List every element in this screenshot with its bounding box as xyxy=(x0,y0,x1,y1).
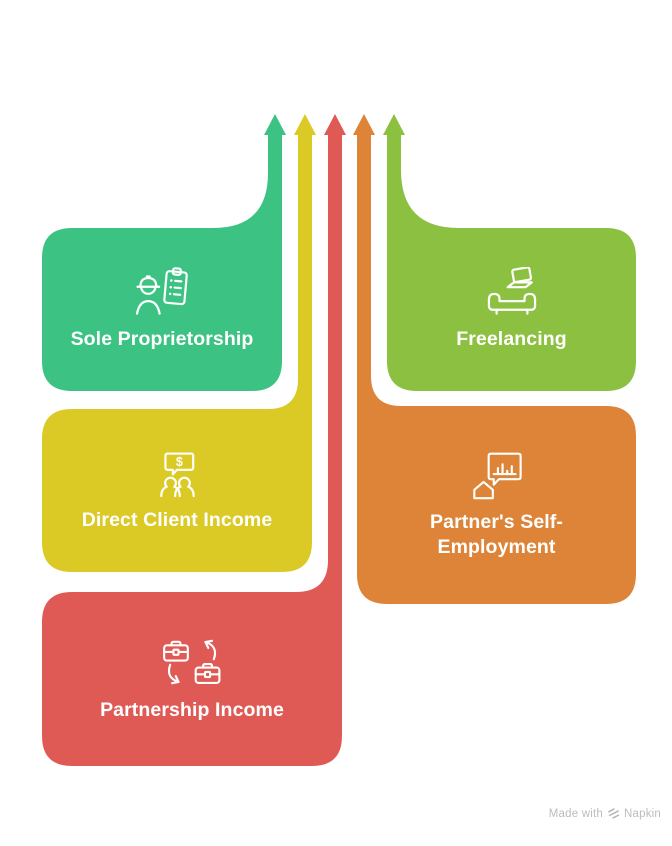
node-label-partners-self-employment: Partner's Self-Employment xyxy=(430,511,563,558)
napkin-logo-icon xyxy=(608,808,620,819)
watermark-brand-text: Napkin xyxy=(624,807,661,820)
funnel-freelancing xyxy=(383,114,636,391)
funnel-direct-client-income xyxy=(42,114,316,572)
briefcase-swap-icon xyxy=(159,636,225,688)
node-sole-proprietorship: Sole Proprietorship xyxy=(42,228,282,415)
clients-dollar-chat-icon: $ xyxy=(151,448,203,498)
node-label-direct-client-income: Direct Client Income xyxy=(81,509,273,531)
svg-text:$: $ xyxy=(176,455,183,469)
node-label-partnership-income: Partnership Income xyxy=(100,698,284,721)
home-chart-bubble-icon xyxy=(471,450,523,500)
made-with-napkin-watermark[interactable]: Made with Napkin xyxy=(549,807,661,820)
watermark-prefix-text: Made with xyxy=(548,807,603,820)
node-label-sole-proprietorship: Sole Proprietorship xyxy=(70,328,254,350)
node-direct-client-income: $ Direct Client Income xyxy=(42,409,312,604)
funnel-sole-proprietorship xyxy=(42,114,286,391)
node-partners-self-employment: Partner's Self-Employment xyxy=(357,406,636,638)
funnel-partners-self-employment xyxy=(353,114,636,604)
funnel-partnership-income xyxy=(42,114,346,766)
node-label-freelancing: Freelancing xyxy=(456,328,567,350)
couch-laptop-icon xyxy=(485,267,539,317)
worker-clipboard-icon xyxy=(134,267,191,317)
node-freelancing: Freelancing xyxy=(387,228,636,415)
node-partnership-income: Partnership Income xyxy=(42,592,342,801)
